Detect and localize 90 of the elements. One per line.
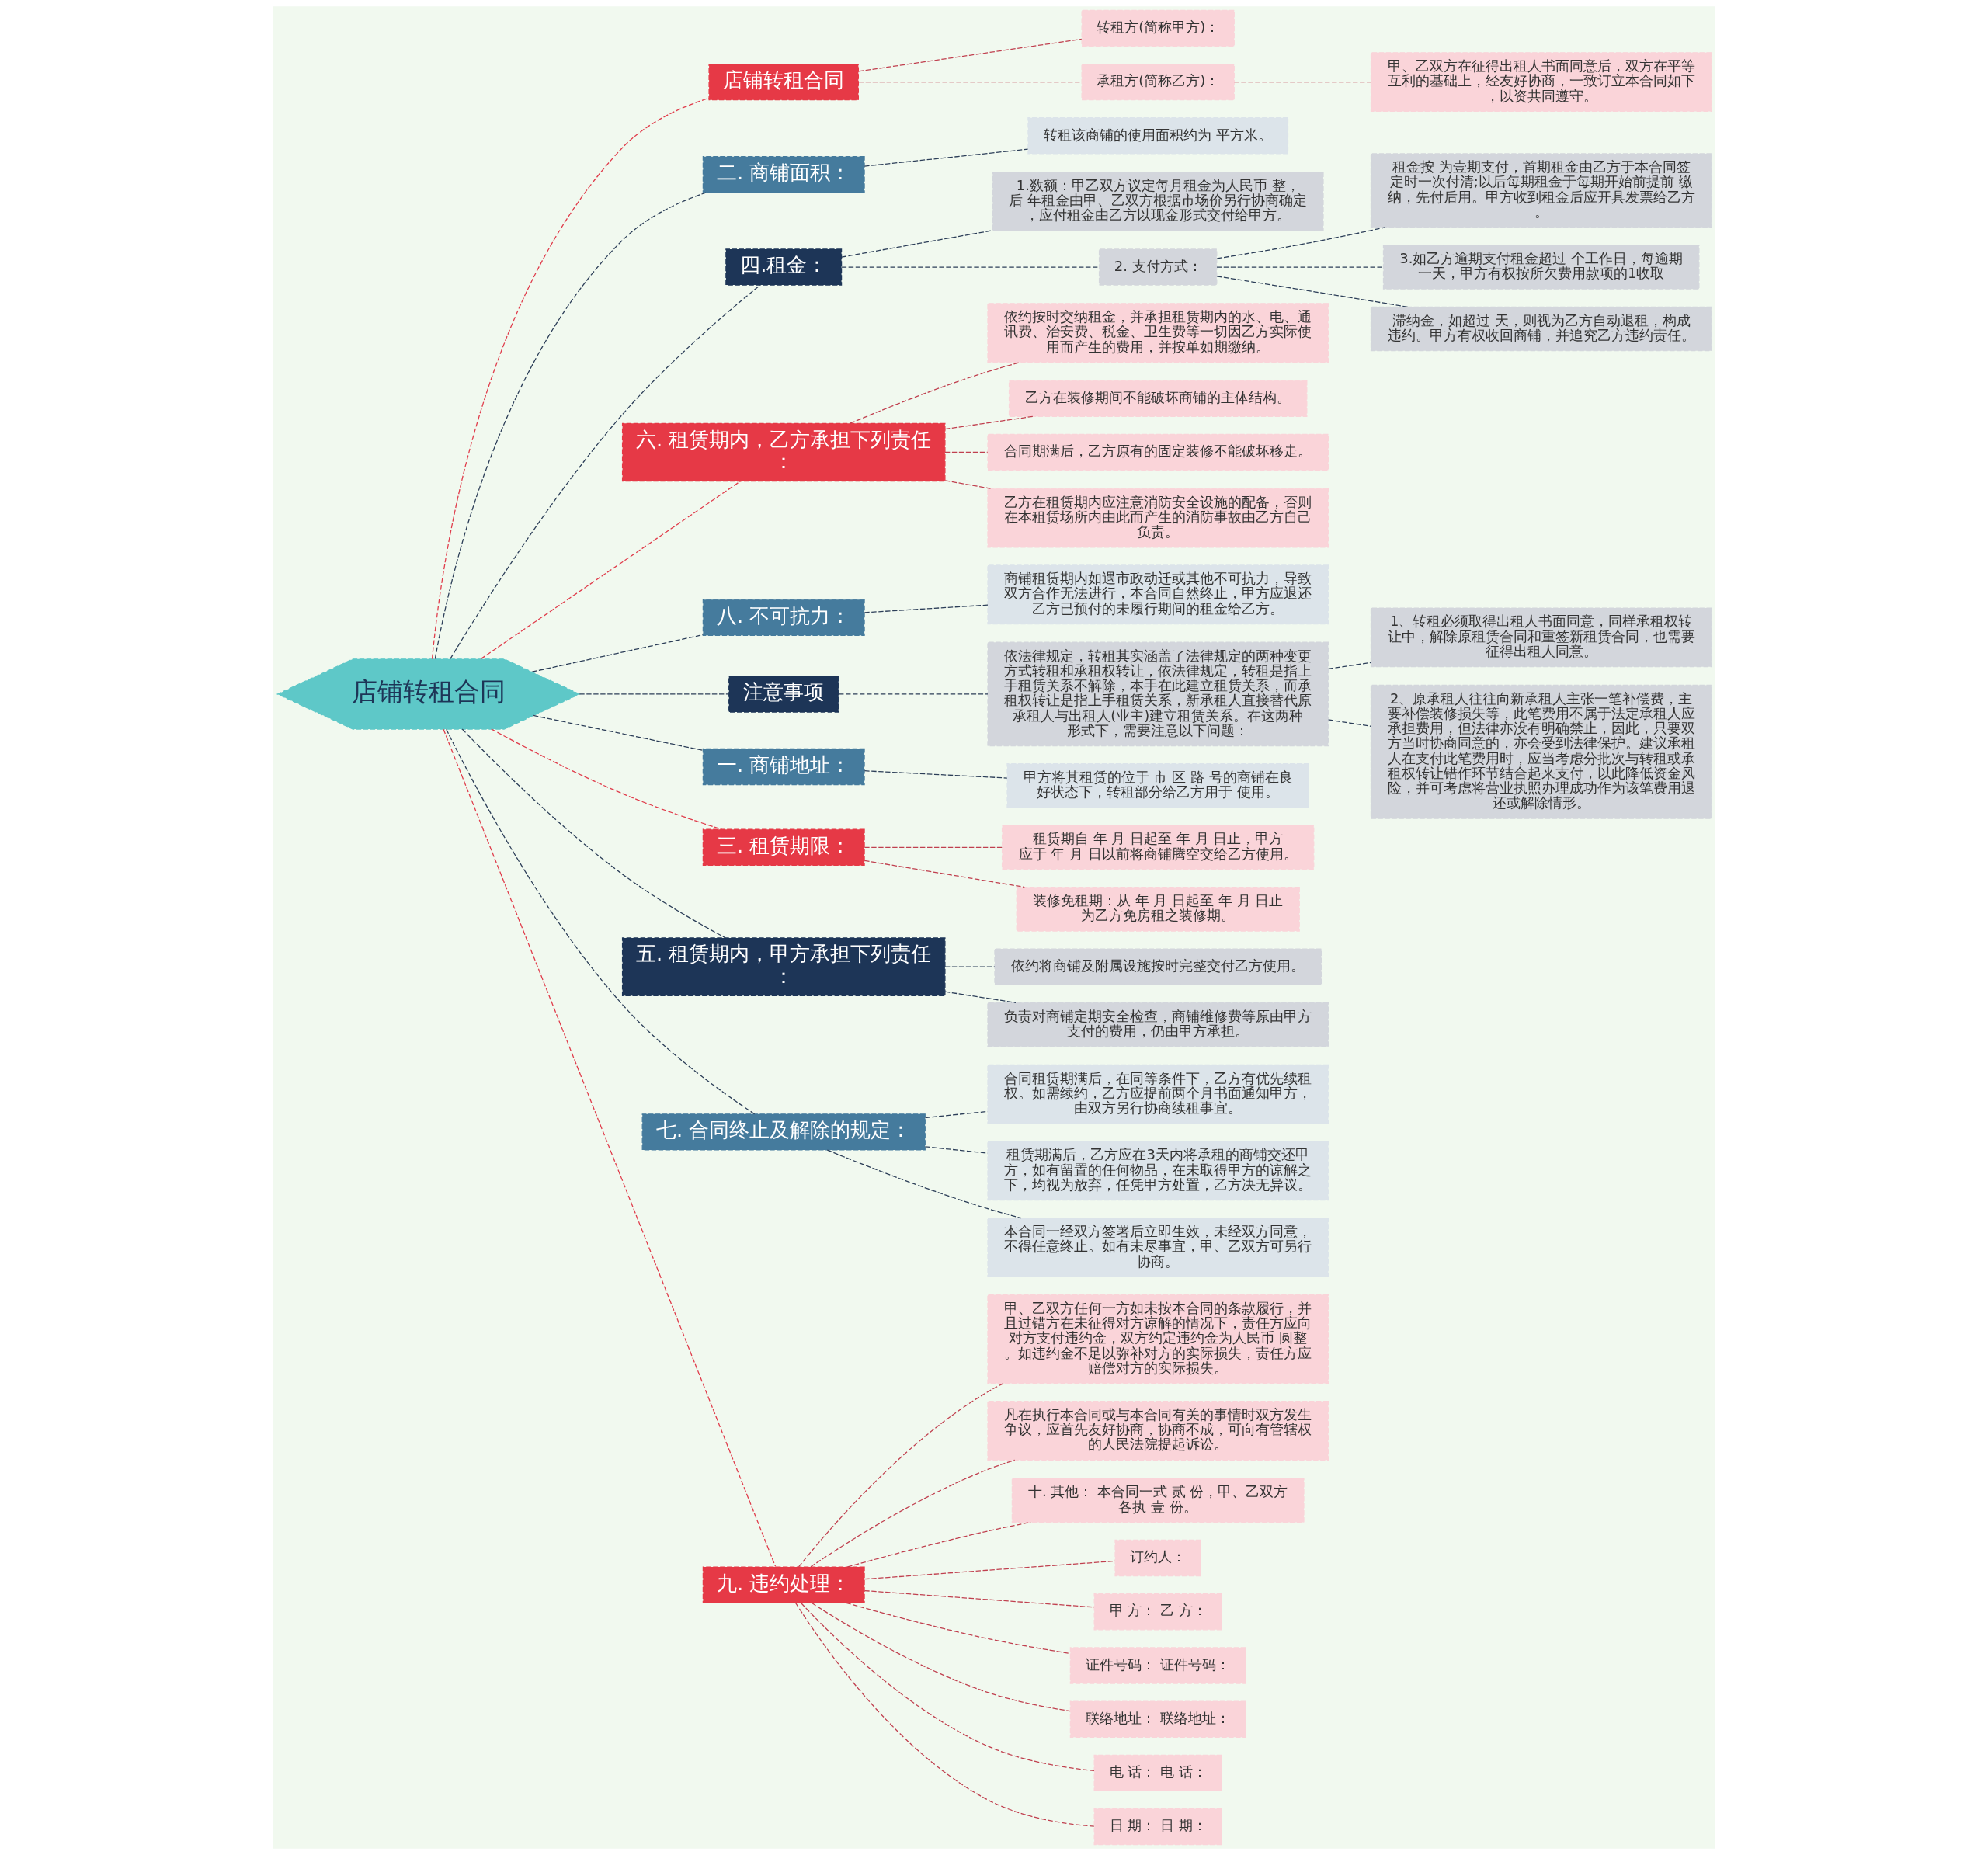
connector <box>845 1602 1071 1655</box>
node-box: 租赁期满后，乙方应在3天内将承租的商铺交还甲方，如有留置的任何物品，在未取得甲方的谅解之下，均视为放弃，任凭甲方处置，乙方决无异议。 <box>986 1141 1329 1201</box>
connector <box>944 480 991 489</box>
node-box: 乙方在装修期间不能破坏商铺的主体结构。 <box>1008 380 1307 417</box>
connector <box>864 770 1007 779</box>
node-box: 甲、乙双方在征得出租人书面同意后，双方在平等互利的基础上，经友好协商，一致订立本合同如下，以资共同遵守。 <box>1370 52 1712 113</box>
connector <box>826 1149 1022 1219</box>
node-box: 证件号码： 证件号码： <box>1069 1647 1246 1684</box>
connector <box>857 38 1082 72</box>
node-box: 转租方(简称甲方)： <box>1081 9 1235 47</box>
connector <box>809 1459 1015 1568</box>
node-box: 凡在执行本合同或与本合同有关的事情时双方发生争议，应首先友好协商，协商不成，可向有管辖权的人民法院提起诉讼。 <box>986 1401 1329 1461</box>
node-box: 九. 违约处理： <box>702 1566 865 1603</box>
node-box: 合同期满后，乙方原有的固定装修不能破坏移走。 <box>986 433 1329 471</box>
connector <box>924 1110 988 1119</box>
node-box: 联络地址： 联络地址： <box>1069 1700 1246 1738</box>
node-box: 商铺租赁期内如遇市政动迁或其他不可抗力，导致双方合作无法进行，本合同自然终止，甲方应退还乙方已预付的未履行期间的租金给乙方。 <box>986 564 1329 625</box>
connector <box>944 991 1017 1003</box>
connector <box>857 81 1082 83</box>
connector <box>1215 266 1384 268</box>
node-box: 转租该商铺的使用面积约为 平方米。 <box>1027 117 1288 155</box>
connector <box>431 97 709 660</box>
node-box: 1、转租必须取得出租人书面同意，同样承租权转让中，解除原租赁合同和重签新租赁合同，也需要征得出租人同意。 <box>1370 607 1712 668</box>
connector <box>944 415 1033 430</box>
node-box: 日 期： 日 期： <box>1093 1808 1222 1846</box>
connector <box>532 714 704 751</box>
connector <box>840 266 1100 268</box>
node-box: 滞纳金，如超过 天，则视为乙方自动退租，构成违约。甲方有权收回商铺，并追究乙方违约责任。 <box>1370 306 1712 352</box>
connector <box>811 1602 1071 1712</box>
node-box: 合同租赁期满后，在同等条件下，乙方有优先续租权。如需续约，乙方应提前两个月书面通知甲方，由双方另行协商续租事宜。 <box>986 1064 1329 1124</box>
node-box: 甲方将其租赁的位于 市 区 路 号的商铺在良好状态下，转租部分给乙方用于 使用。 <box>1006 763 1309 808</box>
connector <box>449 284 760 659</box>
connector <box>1327 662 1371 670</box>
connector <box>480 481 741 660</box>
node-box: 2、原承租人往往向新承租人主张一笔补偿费，主要补偿装修损失等，此笔费用不属于法定承租人应承担费用，但法律亦没有明确禁止，因此，只要双方当时协商同意的，亦会受到法律保护。建议承租人在支付此笔费用时，应当考虑分批次与转租或承租权转让错作环节结合起来支付，以此降低资金风险，并可考虑将营业执照办理成功作为该笔费用退还或解除情形。 <box>1370 684 1712 819</box>
node-box: 二. 商铺面积： <box>702 156 865 193</box>
node-box: 电 话： 电 话： <box>1093 1754 1222 1792</box>
node-box: 店铺转租合同 <box>707 63 859 101</box>
connector <box>490 728 722 830</box>
node-box: 六. 租赁期内，乙方承担下列责任： <box>621 422 946 482</box>
connector <box>1215 276 1408 307</box>
node-box: 十. 其他： 本合同一式 贰 份，甲、乙双方各执 壹 份。 <box>1011 1478 1305 1523</box>
node-box: 一. 商铺地址： <box>702 748 865 786</box>
connector <box>1216 227 1385 259</box>
connector <box>800 1602 1095 1771</box>
connector <box>944 966 995 967</box>
connector <box>1327 719 1371 727</box>
connector <box>864 1560 1116 1580</box>
connector <box>840 230 993 258</box>
node-box: 乙方在租赁期内应注意消防安全设施的配备，否则在本租赁场所内由此而产生的消防事故由乙方自己负责。 <box>986 488 1329 548</box>
connector <box>531 634 704 672</box>
node-box: 七. 合同终止及解除的规定： <box>641 1113 926 1151</box>
connector <box>579 693 729 695</box>
node-box: 依法律规定，转租其实涵盖了法律规定的两种变更方式转租和承租权转让，依法律规定，转租是指上手租赁关系不解除，本手在此建立租赁关系，而承租权转让是指上手租赁关系，新承租人直接替代原承租人与出租人(业主)建立租赁关系。在这两种形式下，需要注意以下问题： <box>986 641 1329 747</box>
node-box: 本合同一经双方签署后立即生效，未经双方同意，不得任意终止。如有未尽事宜，甲、乙双方可另行协商。 <box>986 1218 1329 1278</box>
connector <box>461 728 726 939</box>
connector <box>442 728 776 1568</box>
node-box: 甲、乙双方任何一方如未按本合同的条款履行，并且过错方在未征得对方谅解的情况下，责任方应向对方支付违约金，双方约定违约金为人民币 圆整。如违约金不足以弥补对方的实际损失，责任方应赔偿对方的实际损失。 <box>986 1294 1329 1384</box>
connector <box>864 148 1028 167</box>
node-box: 订约人： <box>1114 1539 1201 1577</box>
connector <box>838 693 989 695</box>
connector <box>864 860 1025 888</box>
node-box: 三. 租赁期限： <box>702 828 865 867</box>
connector <box>924 1146 988 1154</box>
connector <box>849 361 1020 424</box>
connector <box>434 192 707 660</box>
connector <box>846 1521 1031 1568</box>
node-box: 2. 支付方式： <box>1098 248 1217 286</box>
connector <box>864 604 989 613</box>
node-box: 注意事项 <box>728 676 839 713</box>
node-box: 3.如乙方逾期支付租金超过 个工作日，每逾期一天，甲方有权按所欠费用款项的1收取 <box>1382 245 1699 290</box>
connector <box>798 1382 1004 1568</box>
connector <box>445 728 755 1115</box>
node-box: 依约按时交纳租金，并承担租赁期内的水、电、通讯费、治安费、税金、卫生费等一切因乙方实际使用而产生的费用，并按单如期缴纳。 <box>986 303 1329 363</box>
node-box: 负责对商铺定期安全检查，商铺维修费等原由甲方支付的费用，仍由甲方承担。 <box>986 1002 1329 1047</box>
node-box: 1.数额：甲乙双方议定每月租金为人民币 整，后 年租金由甲、乙双方根据市场价另行协商确定，应付租金由乙方以现金形式交付给甲方。 <box>992 171 1324 231</box>
node-box: 租赁期自 年 月 日起至 年 月 日止，甲方应于 年 月 日以前将商铺腾空交给乙方使用。 <box>1001 825 1314 870</box>
node-box: 装修免租期：从 年 月 日起至 年 月 日止为乙方免房租之装修期。 <box>1016 886 1300 932</box>
connector <box>944 451 988 453</box>
node-box: 八. 不可抗力： <box>702 599 865 636</box>
connector <box>1233 81 1371 83</box>
connector <box>864 846 1003 848</box>
node-box: 五. 租赁期内，甲方承担下列责任： <box>621 937 946 996</box>
node-box: 承租方(简称乙方)： <box>1081 63 1235 101</box>
connector <box>864 1589 1095 1608</box>
node-box: 依约将商铺及附属设施按时完整交付乙方使用。 <box>993 948 1322 985</box>
node-box: 四.租金： <box>725 248 842 286</box>
connector <box>794 1602 1094 1827</box>
node-box: 租金按 为壹期支付，首期租金由乙方于本合同签定时一次付清;以后每期租金于每期开始前提前 缴纳，先付后用。甲方收到租金后应开具发票给乙方。 <box>1370 153 1712 228</box>
node-box: 甲 方： 乙 方： <box>1093 1593 1222 1631</box>
